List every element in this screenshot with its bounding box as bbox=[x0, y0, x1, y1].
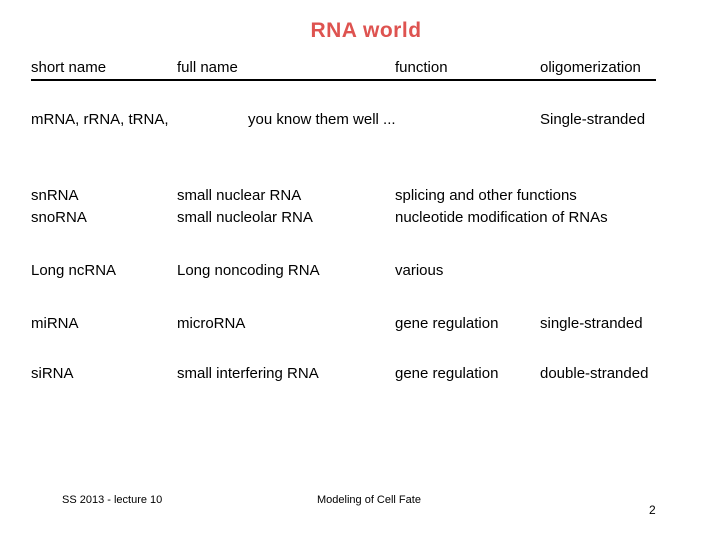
footer-course-label: SS 2013 - lecture 10 bbox=[62, 494, 163, 506]
row2-function-line2: nucleotide modification of RNAs bbox=[395, 209, 608, 226]
row3-function: various bbox=[395, 262, 444, 279]
row5-oligomerization: double-stranded bbox=[540, 365, 649, 382]
row2-short-name-line2: snoRNA bbox=[31, 209, 87, 226]
header-function: function bbox=[395, 59, 448, 76]
header-full-name: full name bbox=[177, 59, 238, 76]
header-short-name: short name bbox=[31, 59, 107, 76]
page-number: 2 bbox=[649, 503, 656, 517]
footer-center-label: Modeling of Cell Fate bbox=[317, 494, 421, 506]
row2-full-name-line1: small nuclear RNA bbox=[177, 187, 302, 204]
row2-short-name-line1: snRNA bbox=[31, 187, 79, 204]
header-oligomerization: oligomerization bbox=[540, 59, 641, 76]
row4-short-name: miRNA bbox=[31, 315, 79, 332]
row1-oligomerization: Single-stranded bbox=[540, 111, 646, 128]
row5-short-name: siRNA bbox=[31, 365, 74, 382]
row1-short-name: mRNA, rRNA, tRNA, bbox=[31, 111, 169, 128]
table-header-row: short name full name function oligomeriz… bbox=[31, 59, 656, 81]
row3-full-name: Long noncoding RNA bbox=[177, 262, 320, 279]
row4-oligomerization: single-stranded bbox=[540, 315, 643, 332]
row2-full-name-line2: small nucleolar RNA bbox=[177, 209, 313, 226]
row4-full-name: microRNA bbox=[177, 315, 246, 332]
row2-function-line1: splicing and other functions bbox=[395, 187, 577, 204]
row1-note: you know them well ... bbox=[248, 111, 396, 128]
row5-full-name: small interfering RNA bbox=[177, 365, 319, 382]
slide-title: RNA world bbox=[310, 19, 422, 42]
row4-function: gene regulation bbox=[395, 315, 499, 332]
row5-function: gene regulation bbox=[395, 365, 499, 382]
row3-short-name: Long ncRNA bbox=[31, 262, 117, 279]
